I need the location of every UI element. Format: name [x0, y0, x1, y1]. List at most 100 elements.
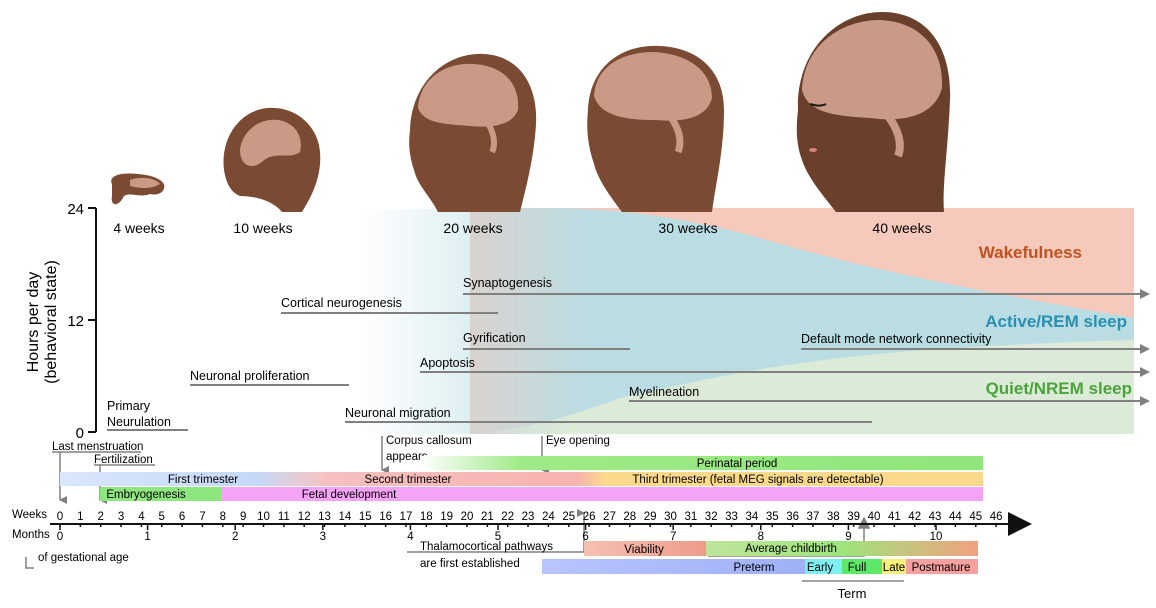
week-tick-label: 16 — [379, 511, 392, 523]
week-tick-label: 39 — [847, 511, 860, 523]
month-tick-label: 4 — [407, 531, 414, 543]
week-tick-label: 36 — [786, 511, 799, 523]
week-tick-label: 8 — [220, 511, 226, 523]
stage-label-20-weeks: 20 weeks — [443, 220, 502, 236]
week-tick-label: 7 — [199, 511, 205, 523]
embryo-4-weeks-icon — [111, 173, 164, 204]
label-full: Full — [848, 562, 867, 574]
week-tick-label: 14 — [339, 511, 352, 523]
week-tick-label: 31 — [684, 511, 697, 523]
wakefulness-label: Wakefulness — [979, 243, 1082, 262]
week-tick-label: 45 — [969, 511, 982, 523]
week-tick-label: 43 — [929, 511, 942, 523]
month-tick-label: 10 — [930, 531, 943, 543]
week-tick-label: 10 — [257, 511, 270, 523]
event-eye-opening: Eye opening — [546, 435, 610, 447]
weeks-label: Weeks — [12, 509, 47, 521]
week-tick-label: 27 — [603, 511, 616, 523]
week-tick-label: 11 — [278, 511, 290, 523]
event-fertilization: Fertilization — [94, 454, 153, 466]
rem-sleep-label: Active/REM sleep — [985, 312, 1127, 331]
event-thalamocortical-line1: Thalamocortical pathways — [420, 541, 553, 553]
process-default-mode-network: Default mode network connectivity — [801, 332, 992, 346]
y-tick-0: 0 — [76, 425, 84, 442]
gestational-age-note: of gestational age — [38, 552, 129, 564]
month-tick-label: 8 — [758, 531, 764, 543]
label-viability: Viability — [624, 544, 664, 556]
month-tick-label: 0 — [57, 531, 63, 543]
week-tick-label: 23 — [522, 511, 535, 523]
stage-label-10-weeks: 10 weeks — [233, 220, 292, 236]
label-first-trimester: First trimester — [168, 474, 238, 486]
week-tick-label: 46 — [990, 511, 1003, 523]
fetus-10-weeks-icon — [223, 108, 320, 212]
process-neuronal-proliferation: Neuronal proliferation — [190, 369, 310, 383]
stage-label-30-weeks: 30 weeks — [658, 220, 717, 236]
event-last-menstruation: Last menstruation — [52, 441, 143, 453]
process-apoptosis: Apoptosis — [420, 356, 475, 370]
label-preterm: Preterm — [734, 562, 775, 574]
week-tick-label: 37 — [807, 511, 820, 523]
week-tick-label: 42 — [908, 511, 921, 523]
fetus-30-weeks-icon — [587, 46, 724, 212]
week-tick-label: 25 — [562, 511, 575, 523]
week-tick-label: 35 — [766, 511, 779, 523]
label-term: Term — [838, 586, 867, 601]
week-tick-label: 1 — [77, 511, 83, 523]
label-early: Early — [807, 562, 833, 574]
label-late: Late — [883, 562, 905, 574]
event-thalamocortical-line2: are first established — [420, 558, 520, 570]
week-tick-label: 44 — [949, 511, 962, 523]
month-tick-label: 5 — [495, 531, 501, 543]
label-embryogenesis: Embryogenesis — [106, 489, 186, 501]
month-tick-label: 3 — [320, 531, 326, 543]
y-tick-12: 12 — [67, 313, 84, 330]
label-average-childbirth: Average childbirth — [745, 543, 837, 555]
week-tick-label: 15 — [359, 511, 372, 523]
month-tick-label: 1 — [144, 531, 150, 543]
label-perinatal-period: Perinatal period — [697, 458, 778, 470]
month-tick-label: 6 — [582, 531, 588, 543]
y-axis: 24 12 0 Hours per day (behavioral state) — [25, 201, 96, 442]
week-tick-label: 5 — [159, 511, 165, 523]
nrem-sleep-label: Quiet/NREM sleep — [986, 379, 1132, 398]
week-tick-label: 24 — [542, 511, 555, 523]
process-synaptogenesis: Synaptogenesis — [463, 276, 552, 290]
week-tick-label: 13 — [318, 511, 331, 523]
week-tick-label: 0 — [57, 511, 63, 523]
label-third-trimester: Third trimester (fetal MEG signals are d… — [632, 474, 883, 486]
week-tick-label: 38 — [827, 511, 840, 523]
label-fetal-development: Fetal development — [302, 489, 397, 501]
process-myelineation: Myelineation — [629, 385, 699, 399]
process-primary-neurulation: Primary Neurulation — [107, 399, 171, 429]
months-label: Months — [12, 529, 50, 541]
week-tick-label: 9 — [240, 511, 246, 523]
month-tick-label: 9 — [845, 531, 851, 543]
month-tick-label: 7 — [670, 531, 676, 543]
week-tick-label: 28 — [623, 511, 636, 523]
stage-label-4-weeks: 4 weeks — [113, 220, 164, 236]
process-neuronal-migration: Neuronal migration — [345, 406, 451, 420]
week-tick-label: 30 — [664, 511, 677, 523]
y-tick-24: 24 — [67, 201, 84, 218]
event-corpus-callosum-line1: Corpus callosum — [386, 435, 472, 447]
week-tick-label: 32 — [705, 511, 718, 523]
week-tick-label: 6 — [179, 511, 185, 523]
week-tick-label: 18 — [420, 511, 433, 523]
week-tick-label: 3 — [118, 511, 124, 523]
week-tick-label: 22 — [501, 511, 514, 523]
week-tick-label: 2 — [97, 511, 103, 523]
y-axis-label-line2: (behavioral state) — [43, 260, 60, 384]
week-tick-label: 19 — [440, 511, 453, 523]
y-axis-label-line1: Hours per day — [25, 272, 42, 373]
label-second-trimester: Second trimester — [365, 474, 452, 486]
fetus-20-weeks-icon — [409, 54, 536, 212]
week-tick-label: 20 — [461, 511, 474, 523]
newborn-40-weeks-icon — [797, 12, 950, 212]
week-tick-label: 41 — [888, 511, 901, 523]
process-cortical-neurogenesis: Cortical neurogenesis — [281, 296, 402, 310]
week-tick-label: 12 — [298, 511, 311, 523]
process-gyrification: Gyrification — [463, 331, 526, 345]
